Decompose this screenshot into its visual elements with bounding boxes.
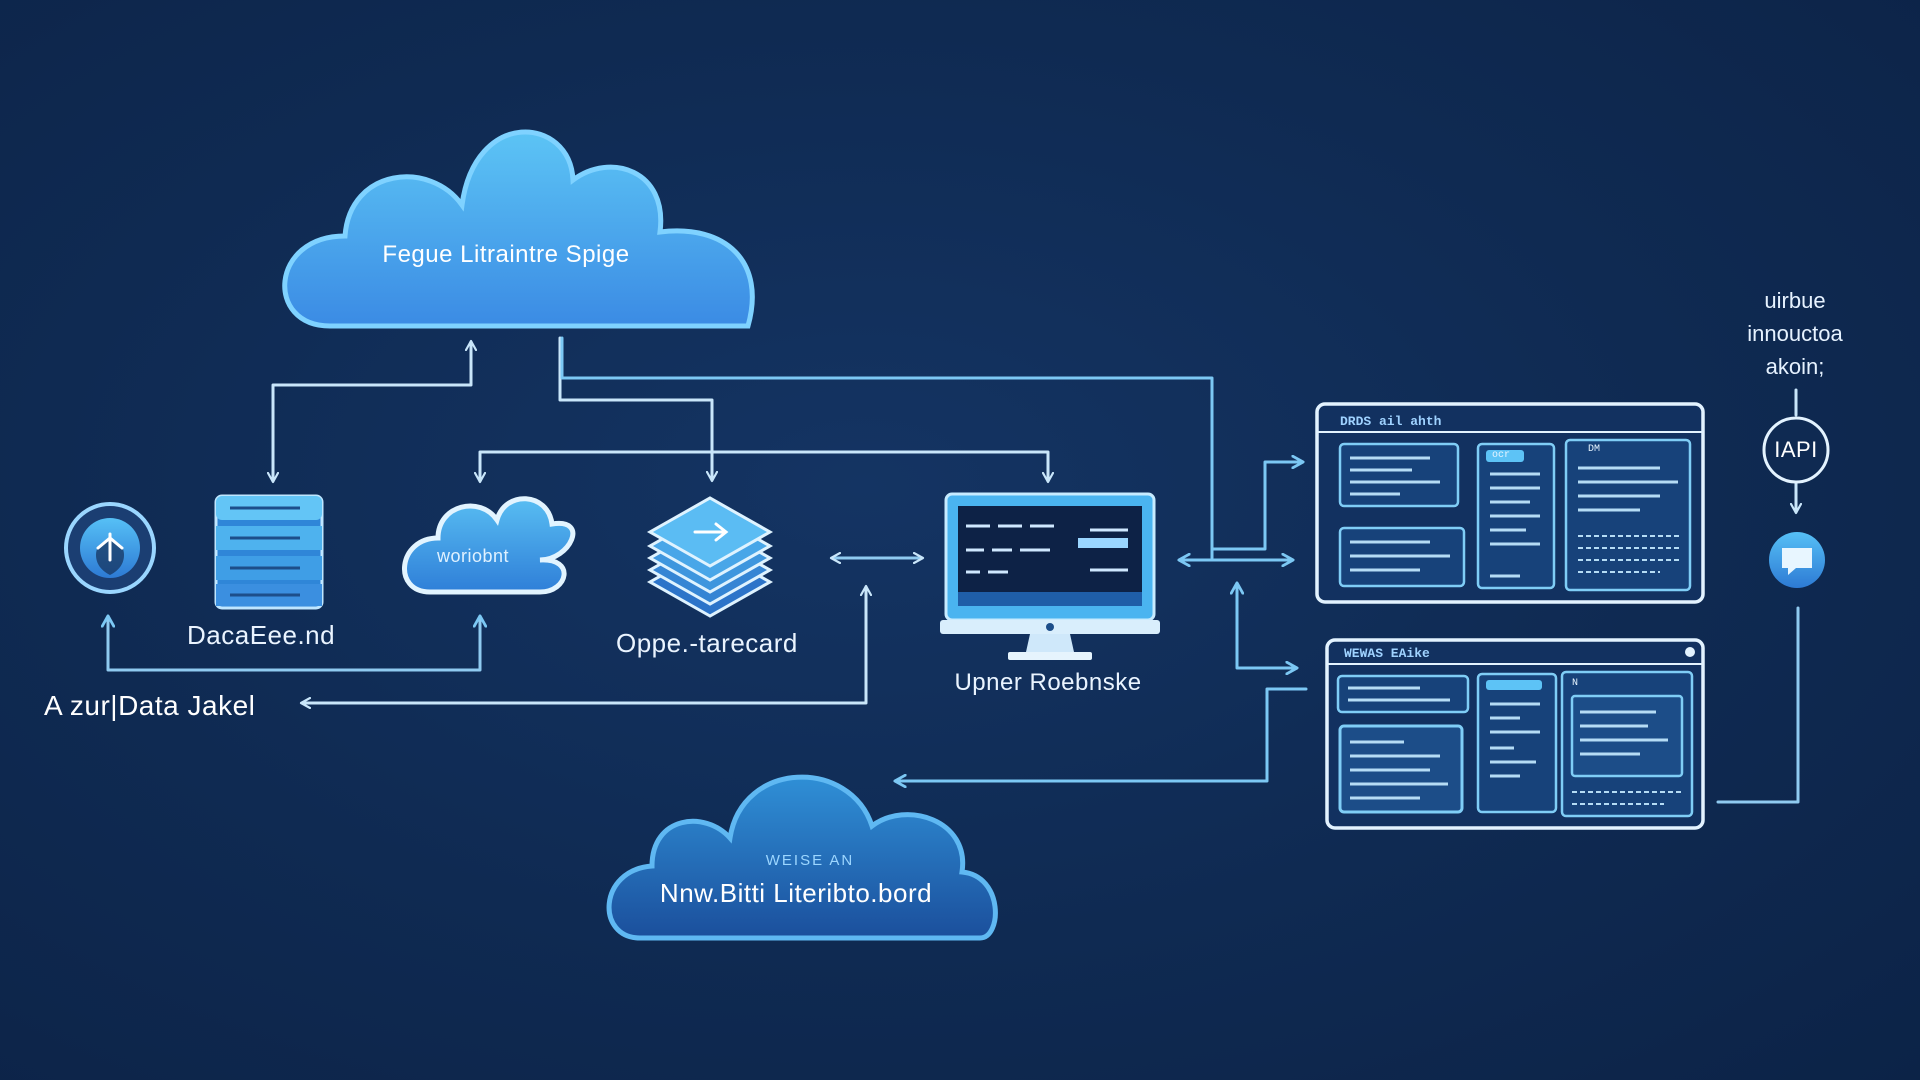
cloud-small-label: woriobnt [436, 546, 510, 566]
api-note: uirbue innouctoa akoin; [1747, 284, 1842, 383]
connector-cloud-stack [558, 336, 712, 480]
cloud-bottom-label: Nnw.Bitti Literibto.bord [659, 878, 933, 908]
chat-bubble-icon [1769, 532, 1825, 588]
dashboard-2-title: WEWAS EAike [1344, 646, 1430, 661]
dashboard-2-panel-c [1476, 672, 1558, 814]
dashboard-window-2 [1325, 638, 1705, 830]
connector-to-dashboard-bottom [1237, 584, 1296, 668]
stack-label: Oppe.-tarecard [616, 628, 798, 658]
dashboard-1-title: DRDS ail ahth [1340, 414, 1442, 429]
app-badge-icon [64, 502, 156, 594]
cloud-top [282, 129, 755, 329]
api-badge-icon [1762, 416, 1830, 484]
cloud-bottom [606, 774, 998, 941]
dashboard-2-tag-b: N [1572, 678, 1579, 689]
database-label: DacaEee.nd [187, 620, 336, 650]
connector-api-dashboard [1716, 606, 1800, 804]
connector-cloud-dashboard [560, 336, 1214, 560]
dashboard-2-panel-a [1336, 674, 1470, 714]
dashboard-1-tag-a: ocr [1492, 450, 1511, 461]
dashboard-1-panel-a [1338, 442, 1460, 508]
connector-datalake [302, 587, 866, 703]
cloud-small [402, 496, 576, 595]
api-badge-label: IAPI [1774, 437, 1818, 462]
connector-cloud-database [273, 342, 471, 481]
connector-dashboard-bottomcloud [896, 687, 1308, 781]
dashboard-1-tag-b: DM [1588, 444, 1601, 455]
dashboard-1-panel-d [1564, 438, 1692, 592]
dashboard-window-1 [1315, 402, 1705, 604]
dashboard-2-panel-d-inner [1570, 694, 1684, 778]
cloud-bottom-subtitle: WEISE AN [765, 852, 855, 869]
data-lake-label: A zur|Data Jakel [44, 690, 256, 721]
api-note-line-1: uirbue [1764, 288, 1826, 313]
layer-stack-icon [646, 496, 774, 618]
monitor-label: Upner Roebnske [954, 669, 1142, 696]
cloud-top-label: Fegue Litraintre Spige [382, 241, 630, 268]
api-note-line-2: innouctoa [1747, 321, 1843, 346]
connectors [108, 336, 1800, 804]
monitor-icon [940, 492, 1160, 660]
api-note-line-3: akoin; [1765, 354, 1825, 379]
database-server-icon [214, 494, 324, 610]
connector-to-dashboard-top [1210, 462, 1302, 551]
connector-smallcloud-monitor [480, 450, 1048, 481]
